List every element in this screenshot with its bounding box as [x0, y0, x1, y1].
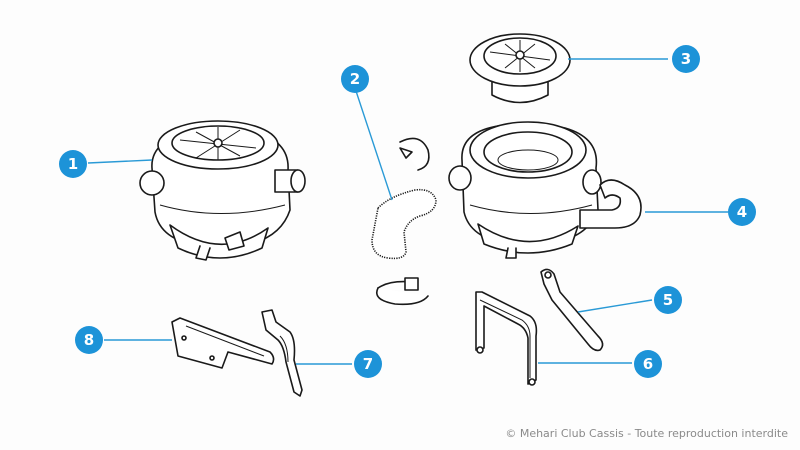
- part-2-elbow-hose: [371, 137, 437, 306]
- callout-3: 3: [672, 45, 700, 73]
- part-5-support-rod: [540, 268, 604, 352]
- callout-4: 4: [728, 198, 756, 226]
- part-4-open-housing: [448, 121, 642, 259]
- callout-leaders: [87, 58, 728, 365]
- part-6-u-bracket: [475, 291, 538, 386]
- copyright-notice: © Mehari Club Cassis - Toute reproductio…: [505, 427, 788, 440]
- callout-number: 1: [68, 155, 78, 173]
- callout-1: 1: [59, 150, 87, 178]
- leader-1: [87, 159, 153, 164]
- callout-number: 7: [363, 355, 373, 373]
- callout-8: 8: [75, 326, 103, 354]
- callout-number: 4: [737, 203, 747, 221]
- leader-2: [354, 87, 393, 201]
- callout-number: 6: [643, 355, 653, 373]
- callout-number: 8: [84, 331, 94, 349]
- part-3-fan-cover: [469, 33, 571, 104]
- callout-6: 6: [634, 350, 662, 378]
- callout-2: 2: [341, 65, 369, 93]
- part-7-bent-bracket: [261, 309, 303, 397]
- leader-5: [577, 299, 653, 313]
- callout-5: 5: [654, 286, 682, 314]
- callout-number: 3: [681, 50, 691, 68]
- part-1-blower-housing: [139, 120, 306, 261]
- part-8-flat-bracket: [171, 317, 275, 369]
- callout-7: 7: [354, 350, 382, 378]
- callout-number: 5: [663, 291, 673, 309]
- callout-number: 2: [350, 70, 360, 88]
